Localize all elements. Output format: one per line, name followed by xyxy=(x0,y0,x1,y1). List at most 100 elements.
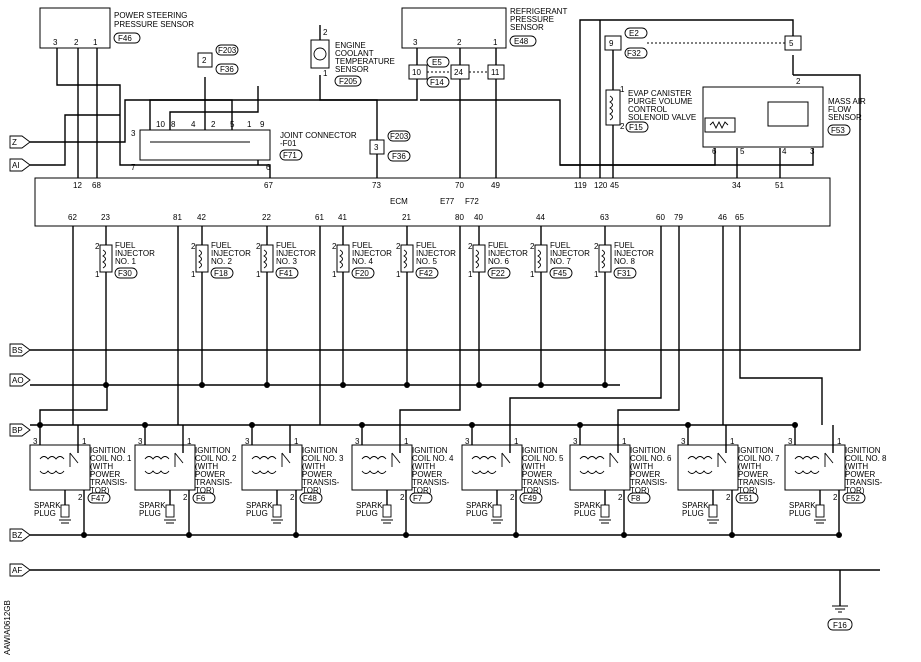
injector-connector: F30 xyxy=(118,269,132,278)
coil-frame xyxy=(735,492,759,504)
coil-pin: 2 xyxy=(78,493,83,502)
injector-pin: 2 xyxy=(332,242,337,251)
injector-frame xyxy=(210,267,234,279)
junction-dot xyxy=(403,532,409,538)
ecm-pin: 73 xyxy=(372,181,381,190)
ecm-pin: 23 xyxy=(101,213,110,222)
ps-pin: 1 xyxy=(93,38,98,47)
coil-pin: 1 xyxy=(294,437,299,446)
injector-frame xyxy=(487,267,511,279)
coil-pin: 1 xyxy=(622,437,627,446)
injector-connector: F41 xyxy=(279,269,293,278)
coil-pin: 3 xyxy=(681,437,686,446)
ecm-pin: 34 xyxy=(732,181,741,190)
junction-dot xyxy=(186,532,192,538)
coil-label: IGNITION xyxy=(90,446,126,455)
coil-pin: 2 xyxy=(618,493,623,502)
ecm-block: ECM E77 F72 xyxy=(34,177,831,227)
coil-frame xyxy=(627,492,651,504)
injector-pin: 2 xyxy=(594,242,599,251)
injector-body xyxy=(260,244,274,273)
coil-label: TRANSIS- xyxy=(412,478,450,487)
off-page-label: AI xyxy=(12,161,20,170)
evap-name-3: CONTROL xyxy=(628,105,668,114)
injector-label: NO. 6 xyxy=(488,257,509,266)
spark-plug-label: PLUG xyxy=(574,509,596,518)
ecm-label: ECM xyxy=(390,197,408,206)
rf-pin: 1 xyxy=(493,38,498,47)
coil-pin: 1 xyxy=(514,437,519,446)
ecm-pin: 63 xyxy=(600,213,609,222)
inline-box xyxy=(784,35,802,51)
off-page-arrow xyxy=(9,423,31,437)
off-page-arrow xyxy=(9,563,31,577)
junction-dot xyxy=(199,382,205,388)
ps-pin: 3 xyxy=(53,38,58,47)
off-page-arrow xyxy=(9,135,31,149)
coil-pin: 3 xyxy=(788,437,793,446)
coil-label: (WITH xyxy=(630,462,653,471)
inline-connector-f203-2: 2 F203 F36 xyxy=(197,44,239,75)
ps-connector-frame xyxy=(113,32,141,44)
coil-label: IGNITION xyxy=(522,446,558,455)
spark-plug-body xyxy=(815,504,825,518)
injector-body xyxy=(99,244,113,273)
inline-conn-b: F36 xyxy=(220,65,234,74)
injector-label: FUEL xyxy=(352,241,373,250)
coil-frame xyxy=(842,492,866,504)
injector-label: FUEL xyxy=(276,241,297,250)
inline-pin: 24 xyxy=(454,68,463,77)
injector-label: NO. 7 xyxy=(550,257,571,266)
off-page-label: BS xyxy=(12,346,23,355)
power-steering-box xyxy=(39,7,111,49)
coil-label: POWER xyxy=(845,470,875,479)
ps-name-1: POWER STEERING xyxy=(114,11,187,20)
junction-dot xyxy=(103,382,109,388)
ps-pin: 2 xyxy=(74,38,79,47)
coil-label: COIL NO. 3 xyxy=(302,454,344,463)
rf-pin: 2 xyxy=(457,38,462,47)
inline-connector-e2: 9 E2 F32 5 xyxy=(604,27,802,59)
coil-frame xyxy=(87,492,111,504)
spark-plug-label: SPARK xyxy=(574,501,601,510)
coil-pin: 2 xyxy=(290,493,295,502)
refrigerant-box xyxy=(401,7,507,49)
spark-plug-body xyxy=(165,504,175,518)
ps-name-2: PRESSURE SENSOR xyxy=(114,20,194,29)
inline-pin: 2 xyxy=(202,56,207,65)
off-page-label: BP xyxy=(12,426,23,435)
injector-label: INJECTOR xyxy=(211,249,251,258)
injector-frame xyxy=(613,267,637,279)
ps-connector: F46 xyxy=(118,34,132,43)
ecm-connector-1: E77 xyxy=(440,197,455,206)
coil-pin: 1 xyxy=(82,437,87,446)
injector-label: NO. 2 xyxy=(211,257,232,266)
spark-plug-body xyxy=(60,504,70,518)
coil-connector: F6 xyxy=(196,494,206,503)
coil-label: POWER xyxy=(522,470,552,479)
ecm-pin: 42 xyxy=(197,213,206,222)
coil-label: (WITH xyxy=(302,462,325,471)
coolant-connector: F205 xyxy=(339,77,358,86)
coolant-name-1: ENGINE xyxy=(335,41,366,50)
maf-sensor: MASS AIR FLOW SENSOR F53 2 6 5 4 3 xyxy=(702,77,866,156)
inline-conn-a: E2 xyxy=(629,29,639,38)
ecm-pin: 70 xyxy=(455,181,464,190)
junction-dot xyxy=(729,532,735,538)
spark-plug-label: PLUG xyxy=(356,509,378,518)
coil-box xyxy=(134,444,196,491)
ecm-pin: 21 xyxy=(402,213,411,222)
coil-label: (WITH xyxy=(522,462,545,471)
spark-plug-label: PLUG xyxy=(34,509,56,518)
inline-conn-a: F203 xyxy=(218,46,237,55)
jc-pin: 5 xyxy=(230,120,235,129)
jc-pin: 2 xyxy=(211,120,216,129)
injector-pin: 2 xyxy=(256,242,261,251)
inline-box xyxy=(487,64,505,80)
jc-pin: 9 xyxy=(260,120,265,129)
spark-plug-label: SPARK xyxy=(34,501,61,510)
jc-pin: 8 xyxy=(171,120,176,129)
inline-box xyxy=(197,52,213,68)
jc-pin: 3 xyxy=(131,129,136,138)
coil-label: POWER xyxy=(738,470,768,479)
